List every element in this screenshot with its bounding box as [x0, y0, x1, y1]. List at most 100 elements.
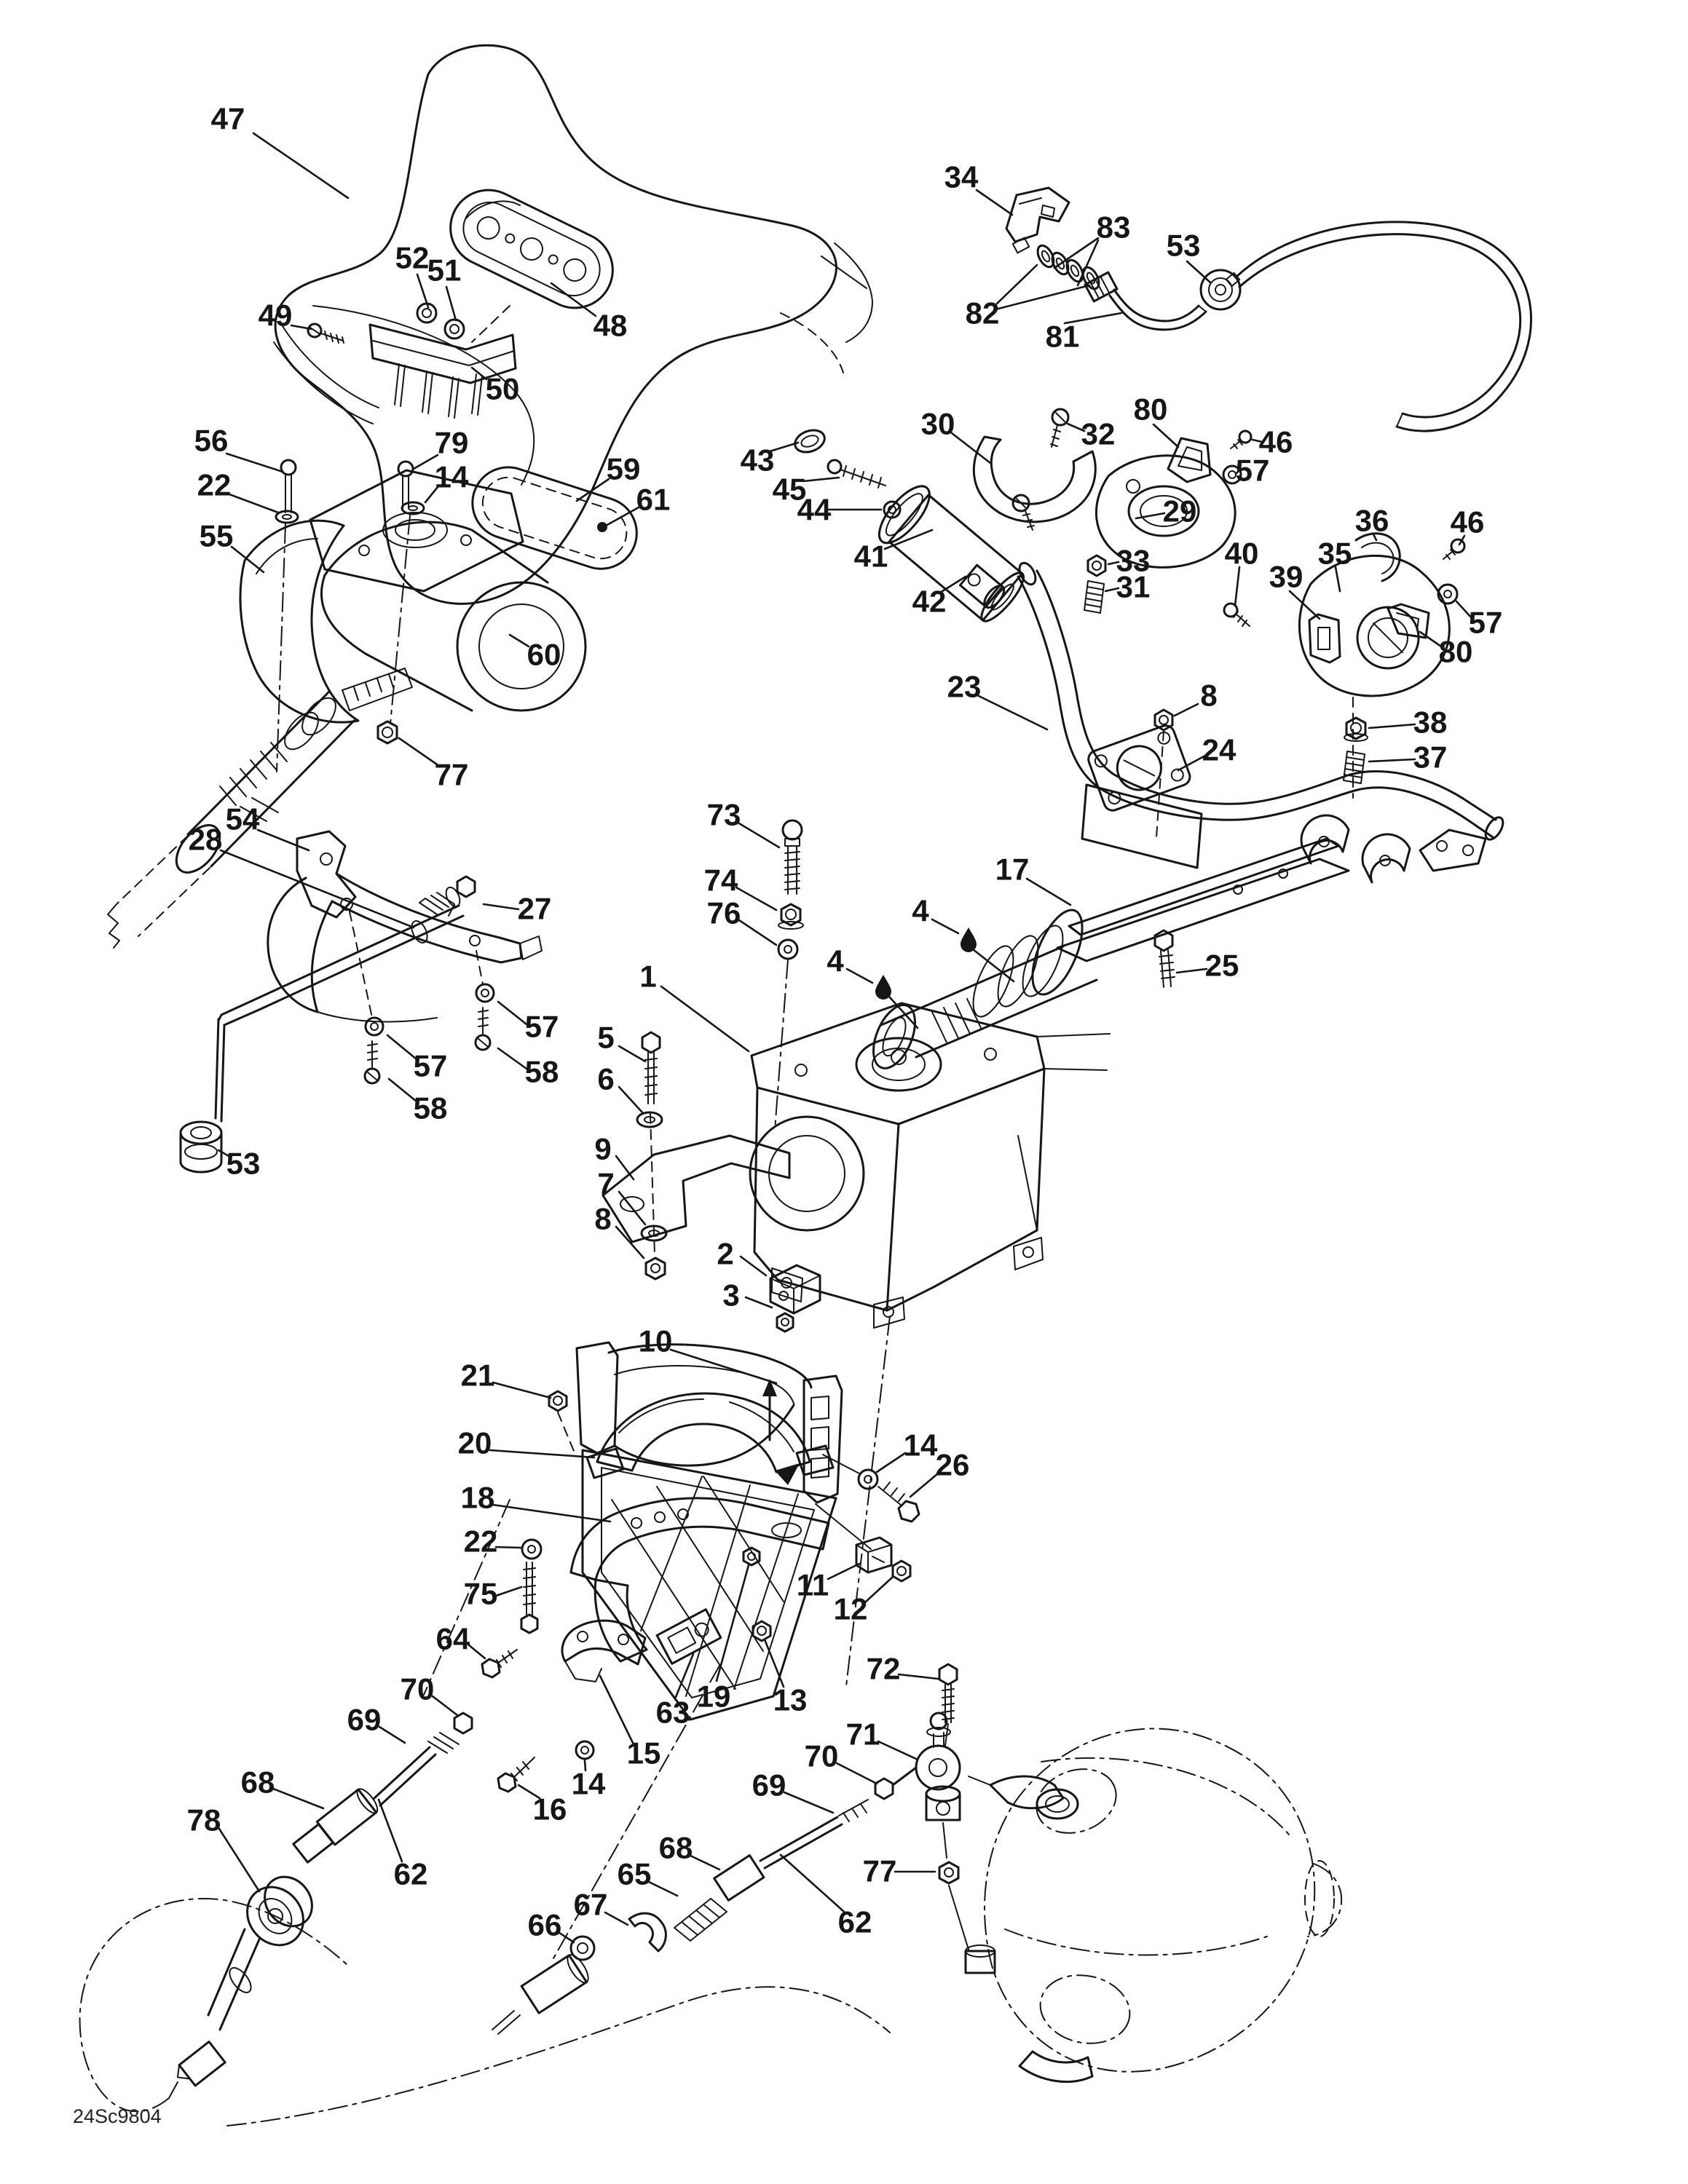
plate-9 — [602, 1134, 791, 1243]
bracket-80-right — [1387, 603, 1430, 639]
leader-line-61 — [604, 506, 640, 527]
spacer-42 — [958, 563, 1006, 609]
cable-bracket-15 — [561, 1619, 647, 1682]
leader-line-38 — [1368, 723, 1416, 729]
part-number-47: 47 — [211, 102, 245, 136]
leader-line-62 — [377, 1798, 403, 1863]
leader-line-5 — [618, 1045, 647, 1063]
part-number-66: 66 — [528, 1908, 562, 1942]
tie-rod-right — [492, 1777, 894, 2035]
leader-line-52 — [416, 273, 430, 309]
oil-drop-icon — [961, 927, 977, 952]
leader-line-39 — [1288, 590, 1321, 620]
part-number-3: 3 — [722, 1278, 739, 1313]
part-number-27: 27 — [518, 892, 552, 926]
bolt-64 — [481, 1649, 518, 1679]
part-number-70: 70 — [401, 1672, 435, 1706]
bushing-nut-77-lower — [925, 1785, 969, 1950]
bolt-26 — [877, 1481, 920, 1523]
clamp-bracket-18 — [569, 1497, 830, 1663]
leader-line-53 — [1186, 260, 1212, 284]
strap-36 — [1354, 532, 1401, 582]
part-number-1: 1 — [639, 960, 656, 994]
leader-line-18 — [492, 1503, 612, 1523]
part-number-50: 50 — [486, 372, 520, 406]
leader-line-82 — [997, 284, 1091, 310]
leader-line-64 — [467, 1643, 486, 1660]
washer-57-screw-58-right-pair — [474, 950, 495, 1051]
nut-8-lower — [644, 1257, 666, 1281]
part-number-28: 28 — [189, 823, 223, 857]
part-number-38: 38 — [1413, 705, 1448, 740]
leader-line-59 — [575, 478, 610, 502]
part-number-22: 22 — [197, 468, 232, 502]
bracket-80-left — [1167, 437, 1212, 483]
leader-line-32 — [1066, 422, 1086, 432]
leader-line-75 — [494, 1586, 523, 1597]
leader-line-68 — [272, 1787, 325, 1810]
part-number-34: 34 — [944, 160, 979, 194]
part-number-60: 60 — [527, 638, 561, 672]
leader-line-56 — [225, 452, 284, 473]
bolt-72 — [938, 1663, 958, 1746]
leader-line-29 — [1135, 512, 1166, 520]
leader-line-48 — [550, 282, 597, 317]
leader-line-26 — [909, 1472, 939, 1498]
part-number-48: 48 — [593, 309, 628, 343]
part-number-9: 9 — [594, 1132, 611, 1166]
part-number-8: 8 — [1200, 678, 1217, 713]
part-number-46: 46 — [1451, 505, 1485, 539]
leader-line-27 — [482, 903, 520, 911]
leader-line-4 — [845, 968, 874, 984]
leader-line-78 — [218, 1827, 261, 1893]
clamp-20 — [585, 1392, 835, 1479]
leader-line-14 — [875, 1452, 907, 1473]
tie-rod-left — [168, 1712, 473, 2099]
end-cap-43 — [794, 429, 826, 454]
cable-grommet-53 — [1199, 269, 1242, 311]
rod-28 — [214, 904, 465, 1123]
part-number-68: 68 — [241, 1765, 275, 1800]
leader-line-76 — [738, 919, 778, 946]
leader-line-81 — [1063, 312, 1123, 325]
rubber-block-2 — [769, 1264, 821, 1315]
leader-line-10 — [669, 1348, 778, 1385]
leader-line-82 — [995, 264, 1038, 305]
leader-line-22 — [228, 493, 280, 514]
part-number-26: 26 — [936, 1448, 970, 1482]
steering-column-lower — [872, 909, 1098, 1069]
stop-housing-35 — [1298, 554, 1451, 697]
leader-line-25 — [1175, 968, 1208, 974]
steering-cable-phantom — [79, 1898, 891, 2126]
bolt-79 — [397, 460, 425, 515]
leader-line-50 — [470, 366, 488, 381]
leader-line-79 — [412, 454, 439, 470]
part-number-74: 74 — [704, 863, 738, 898]
part-number-40: 40 — [1225, 537, 1259, 571]
part-number-76: 76 — [707, 896, 741, 930]
oil-drop-layer — [875, 927, 977, 1000]
part-number-73: 73 — [707, 798, 741, 832]
bolt-25 — [1153, 929, 1175, 988]
part-number-59: 59 — [607, 452, 641, 486]
part-number-17: 17 — [995, 852, 1030, 887]
leader-line-53 — [217, 1149, 232, 1158]
leader-line-72 — [897, 1673, 939, 1680]
part-number-57: 57 — [1236, 454, 1270, 488]
part-number-32: 32 — [1081, 417, 1116, 451]
part-number-39: 39 — [1269, 560, 1304, 594]
leader-line-71 — [877, 1740, 918, 1760]
leader-line-47 — [252, 132, 350, 199]
leader-line-37 — [1368, 758, 1416, 763]
leader-line-66 — [558, 1931, 575, 1944]
leader-line-17 — [1025, 877, 1072, 906]
leader-line-14 — [424, 486, 439, 504]
bolt-16 — [497, 1757, 535, 1793]
leader-line-34 — [975, 189, 1014, 216]
leader-line-46 — [1458, 534, 1466, 546]
part-number-2: 2 — [717, 1237, 733, 1271]
leader-line-8 — [615, 1225, 645, 1259]
oil-drop-icon — [875, 975, 891, 1000]
